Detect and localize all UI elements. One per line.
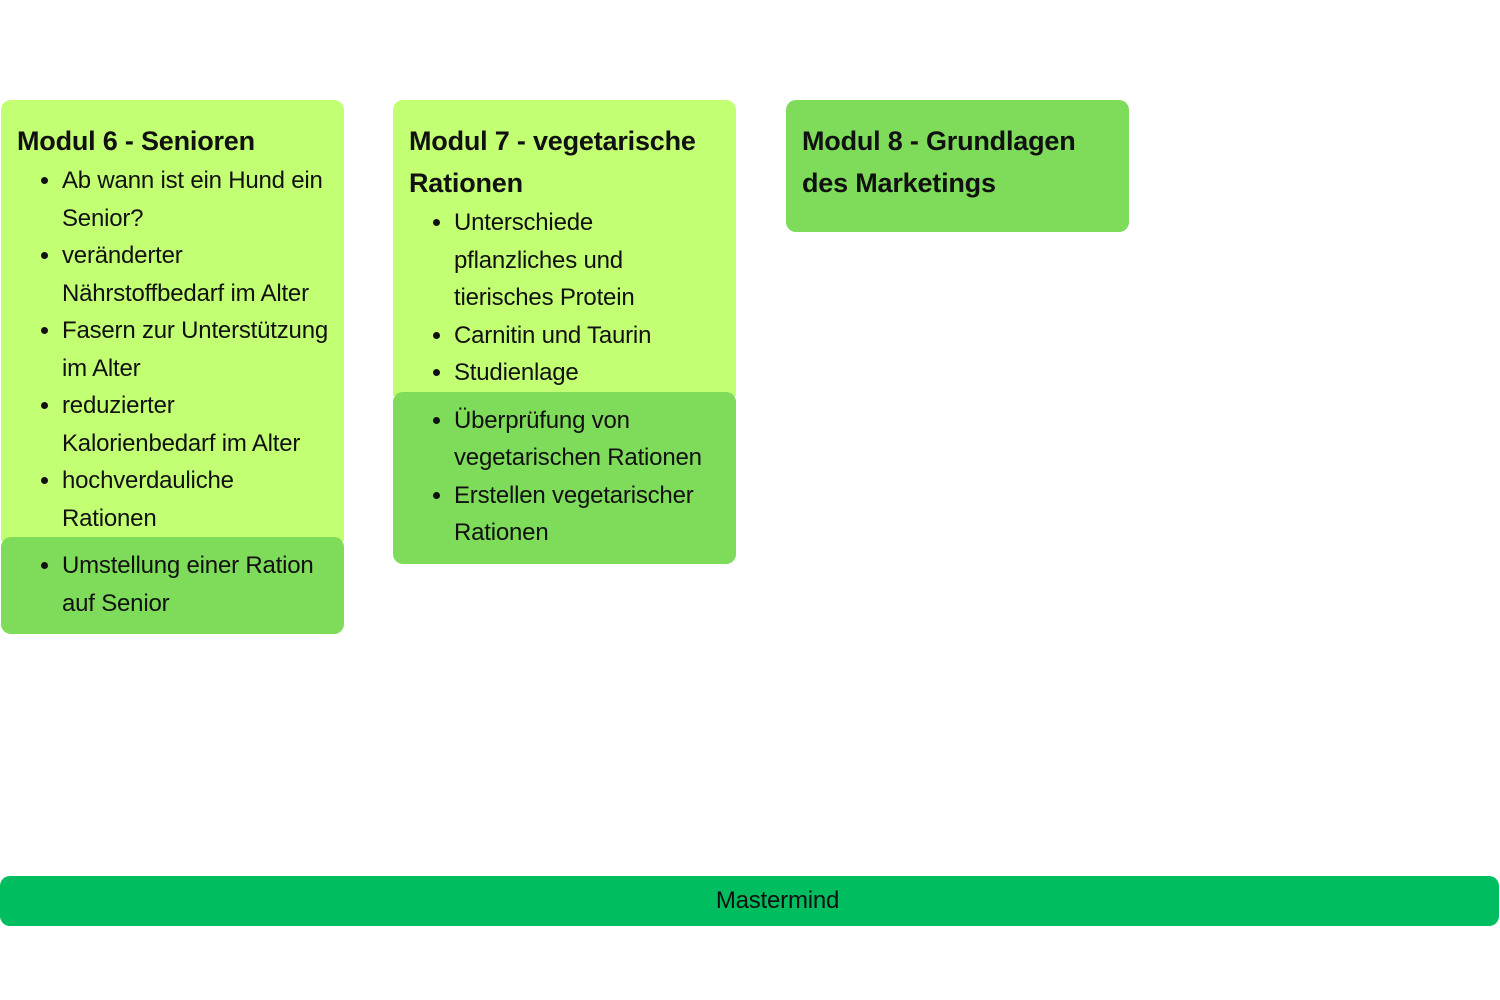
module-6-theory-block: Modul 6 - Senioren Ab wann ist ein Hund … — [1, 100, 344, 541]
list-item: Überprüfung von vegetarischen Rationen — [454, 402, 722, 477]
module-card-8: Modul 8 - Grundlagen des Marketings — [786, 100, 1129, 232]
module-6-theory-list: Ab wann ist ein Hund ein Senior? verände… — [17, 162, 330, 537]
list-item: Fasern zur Unterstützung im Alter — [62, 312, 330, 387]
module-7-theory-list: Unterschiede pflanzliches und tierisches… — [409, 204, 722, 392]
module-8-title: Modul 8 - Grundlagen des Marketings — [802, 126, 1076, 198]
list-item: Unterschiede pflanzliches und tierisches… — [454, 204, 722, 317]
list-item: reduzierter Kalorienbedarf im Alter — [62, 387, 330, 462]
module-6-practice-block: Umstellung einer Ration auf Senior — [1, 537, 344, 634]
list-item: Studienlage — [454, 354, 722, 392]
module-8-block: Modul 8 - Grundlagen des Marketings — [786, 100, 1129, 232]
list-item: Erstellen vegetarischer Rationen — [454, 477, 722, 552]
mastermind-bar: Mastermind — [0, 876, 1499, 926]
list-item: hochverdauliche Rationen — [62, 462, 330, 537]
list-item: Ab wann ist ein Hund ein Senior? — [62, 162, 330, 237]
module-6-title: Modul 6 - Senioren — [17, 126, 255, 156]
module-card-6: Modul 6 - Senioren Ab wann ist ein Hund … — [1, 100, 344, 634]
module-7-theory-block: Modul 7 - vegetarische Rationen Untersch… — [393, 100, 736, 396]
list-item: veränderter Nährstoffbedarf im Alter — [62, 237, 330, 312]
module-6-practice-list: Umstellung einer Ration auf Senior — [17, 547, 330, 622]
module-7-practice-list: Überprüfung von vegetarischen Rationen E… — [409, 402, 722, 552]
module-card-7: Modul 7 - vegetarische Rationen Untersch… — [393, 100, 736, 564]
list-item: Carnitin und Taurin — [454, 317, 722, 355]
mastermind-label: Mastermind — [715, 887, 840, 914]
list-item: Umstellung einer Ration auf Senior — [62, 547, 330, 622]
module-7-title: Modul 7 - vegetarische Rationen — [409, 126, 696, 198]
module-7-practice-block: Überprüfung von vegetarischen Rationen E… — [393, 391, 736, 564]
